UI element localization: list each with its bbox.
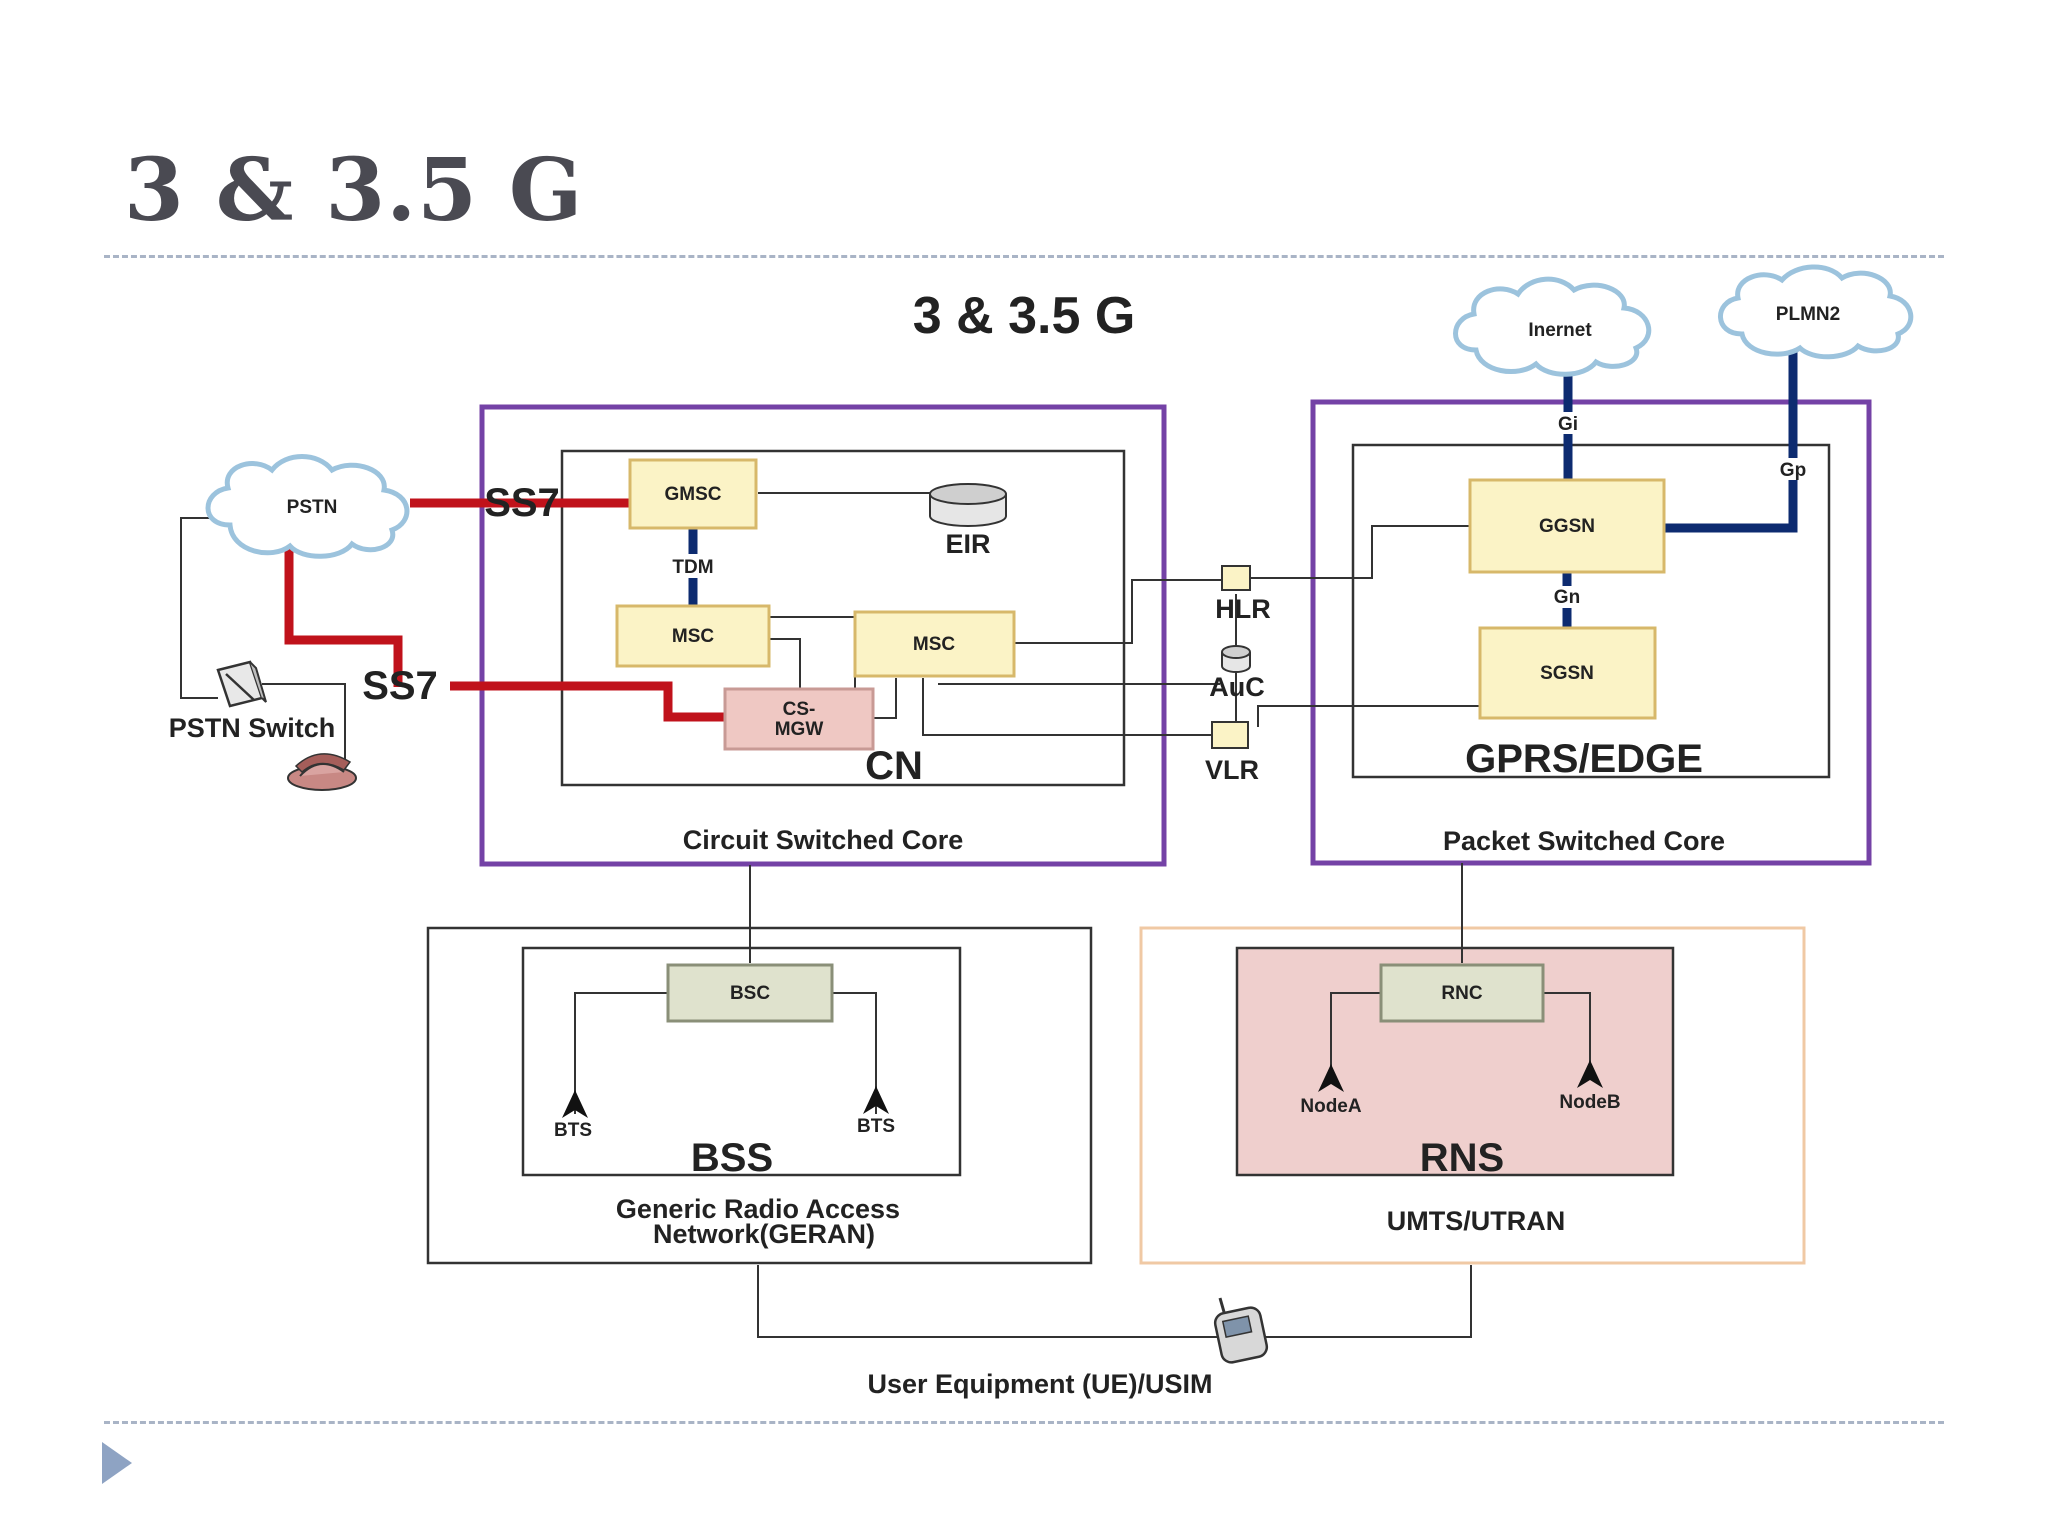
sgsn-label: SGSN (1540, 663, 1594, 684)
rnc-nodea-link (1330, 992, 1381, 1082)
internet-label: Inernet (1528, 320, 1592, 341)
msc-left-node: MSC (615, 604, 771, 668)
pstn-cloud: PSTN (205, 454, 410, 559)
plmn2-cloud: PLMN2 (1718, 264, 1914, 360)
ps-core-box (1310, 399, 1872, 866)
vlr-sgsn-link (1257, 705, 1480, 727)
tdm-label: TDM (672, 557, 713, 578)
rnc-node: RNC (1379, 963, 1545, 1023)
pstn-ss7-trunk (284, 546, 403, 687)
gprs-edge-label: GPRS/EDGE (1465, 737, 1703, 781)
nodeb-antenna-icon: NodeB (1559, 1060, 1621, 1113)
plmn2-label: PLMN2 (1776, 304, 1840, 325)
gp-link (1660, 348, 1798, 533)
ss7-bottom-label: SS7 (362, 664, 438, 708)
ss7-mgw-link (450, 681, 726, 722)
msc-msc-link (770, 616, 856, 688)
pstn-switch-label: PSTN Switch (169, 713, 336, 743)
top-divider (104, 255, 1944, 258)
nodea-antenna-icon: NodeA (1300, 1064, 1362, 1117)
rns-label: RNS (1420, 1136, 1504, 1180)
msc-hlr-link (1014, 579, 1224, 644)
gp-label: Gp (1780, 460, 1806, 481)
geran-caption-line1: Generic Radio Access (616, 1194, 900, 1224)
bts-right-antenna-icon: BTS (857, 1086, 895, 1137)
bsc-node: BSC (666, 963, 834, 1023)
msc-mgw-link (770, 638, 801, 700)
gmsc-label: GMSC (665, 484, 722, 505)
cs-mgw-label-line1: CS- (783, 699, 816, 720)
bts-left-antenna-icon: BTS (554, 1090, 592, 1141)
msc-right-label: MSC (913, 634, 956, 655)
pstn-label: PSTN (287, 497, 338, 518)
geran-caption-line2: Network(GERAN) (653, 1219, 875, 1249)
auc-database: AuC (1209, 645, 1265, 702)
pstn-switch-link (180, 517, 222, 699)
nodea-label: NodeA (1300, 1096, 1362, 1117)
rnc-label: RNC (1441, 983, 1482, 1004)
bsc-bts-right-link (832, 992, 877, 1114)
auc-label: AuC (1209, 672, 1265, 702)
diagram-title: 3 & 3.5 G (913, 287, 1136, 345)
utran-caption: UMTS/UTRAN (1387, 1206, 1565, 1236)
switch-phone-link (262, 683, 346, 760)
vlr-label: VLR (1205, 755, 1259, 785)
gmsc-node: GMSC (628, 458, 758, 530)
ggsn-label: GGSN (1539, 516, 1595, 537)
utran-ue-link (1262, 1265, 1472, 1338)
bts-left-label: BTS (554, 1120, 592, 1141)
msc-mgw-link-2 (873, 678, 897, 719)
bss-label: BSS (691, 1136, 773, 1180)
gprs-edge-box (1351, 443, 1831, 779)
cs-core-box (479, 404, 1167, 867)
ggsn-node: GGSN (1468, 478, 1666, 574)
internet-cloud: Inernet (1453, 276, 1652, 377)
gi-label: Gi (1558, 414, 1578, 435)
gn-label: Gn (1554, 587, 1580, 608)
vlr-database: VLR (1205, 721, 1259, 785)
slide-title: 3 & 3.5 G (124, 140, 584, 241)
msc-left-label: MSC (672, 626, 715, 647)
msc-vlr-link (922, 678, 1220, 736)
pstn-switch-icon (216, 660, 267, 708)
geran-box (426, 926, 1093, 1265)
geran-ue-link (757, 1265, 1220, 1338)
eir-database: EIR (929, 483, 1007, 559)
ue-label: User Equipment (UE)/USIM (867, 1369, 1212, 1399)
hlr-ggsn-link (1237, 525, 1470, 579)
eir-label: EIR (945, 529, 990, 559)
bts-right-label: BTS (857, 1116, 895, 1137)
bsc-bts-left-link (574, 992, 668, 1114)
cs-core-caption: Circuit Switched Core (683, 825, 964, 855)
ps-core-caption: Packet Switched Core (1443, 826, 1725, 856)
rnc-nodeb-link (1543, 992, 1591, 1078)
cn-box (560, 449, 1126, 787)
bsc-label: BSC (730, 983, 770, 1004)
sgsn-node: SGSN (1478, 626, 1657, 720)
bss-box (521, 946, 962, 1177)
mobile-phone-icon (1213, 1297, 1269, 1364)
telephone-icon (287, 753, 357, 791)
hlr-database: HLR (1215, 565, 1271, 624)
ss7-top-label: SS7 (484, 481, 560, 525)
cs-mgw-label-line2: MGW (775, 719, 824, 740)
hlr-label: HLR (1215, 594, 1271, 624)
slide-bullet-icon (102, 1442, 132, 1484)
cs-mgw-node: CS- MGW (723, 687, 875, 751)
bottom-divider (104, 1421, 1944, 1424)
cn-label: CN (865, 744, 923, 788)
msc-right-node: MSC (853, 610, 1016, 678)
nodeb-label: NodeB (1559, 1092, 1620, 1113)
utran-box (1139, 926, 1806, 1265)
